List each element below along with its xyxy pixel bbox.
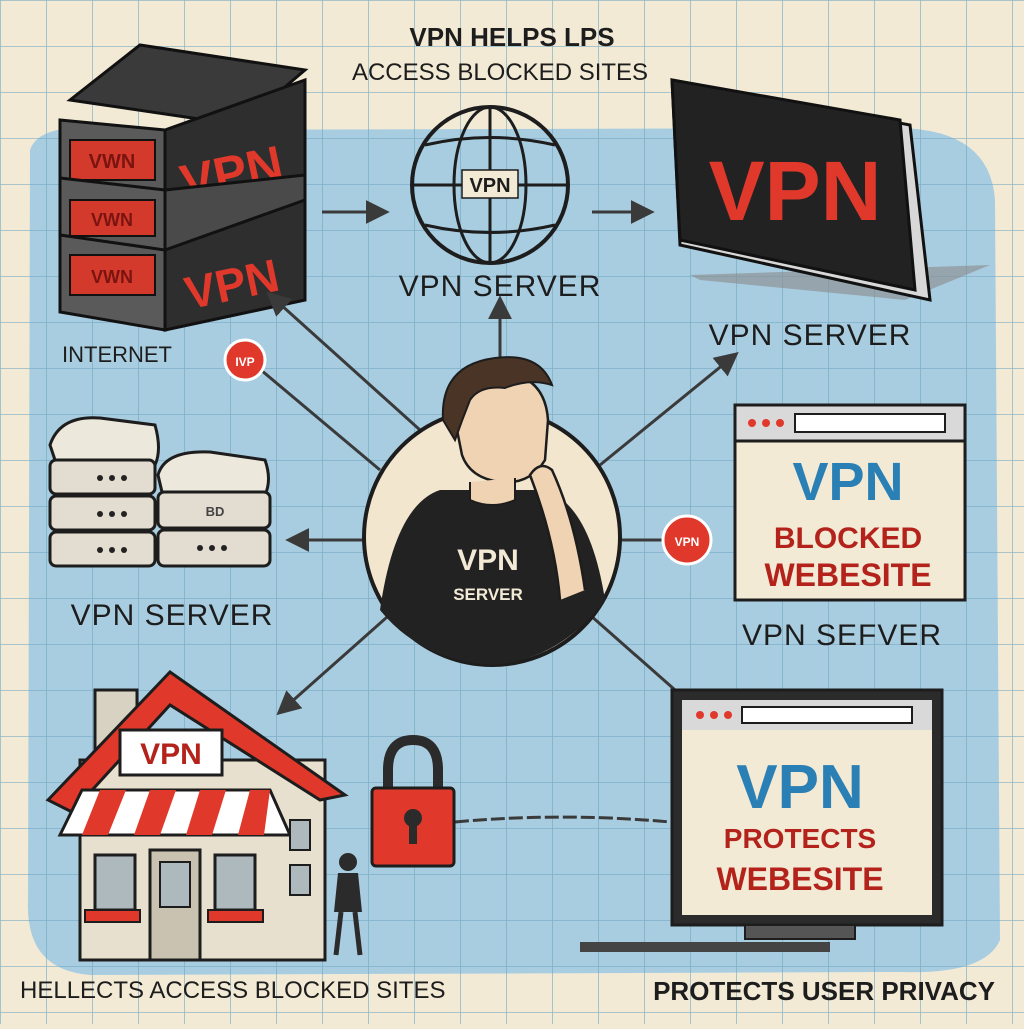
title-line-2: ACCESS BLOCKED SITES	[352, 59, 648, 86]
monitor-line-2: PROTECTS	[724, 823, 876, 854]
server-right-top-label: VPN SERVER	[709, 319, 912, 352]
arrow-person-to-house	[276, 608, 396, 716]
globe-label: VPN	[469, 175, 510, 197]
monitor-address-bar[interactable]	[741, 706, 913, 724]
panel-label: VPN	[709, 144, 882, 238]
shirt-line-2: SERVER	[453, 585, 523, 604]
badge-right: VPN	[661, 514, 713, 566]
small-server-stack-left	[48, 416, 160, 568]
monitor-base	[580, 942, 830, 952]
rack-side-label-mid: VWN	[91, 210, 133, 230]
browser-address-bar[interactable]	[794, 413, 946, 433]
house-illustration: VPN	[45, 670, 349, 962]
house-window-right	[213, 853, 257, 912]
house-sign-label: VPN	[140, 738, 202, 771]
monitor-stand	[744, 924, 856, 940]
footer-right-caption: PROTECTS USER PRIVACY	[653, 976, 995, 1006]
browser-mid-line-2: BLOCKED	[774, 522, 922, 555]
badge-right-label: VPN	[675, 535, 700, 549]
small-server-label: BD	[206, 504, 225, 519]
arrow-person-to-rack	[266, 291, 422, 432]
badge-left: IVP	[223, 338, 267, 382]
globe-icon: VPN	[410, 105, 570, 265]
person-neck	[469, 478, 516, 506]
browser-mid-line-1: VPN	[792, 452, 903, 512]
monitor-line-3: WEBESITE	[716, 861, 883, 897]
shirt-line-1: VPN	[457, 544, 519, 577]
server-top-label: VPN SERVER	[399, 270, 602, 303]
badge-left-label: IVP	[235, 355, 254, 369]
person-hand	[528, 464, 587, 601]
browser-mid-line-3: WEBESITE	[764, 557, 931, 593]
small-servers: BD	[48, 416, 272, 568]
vpn-server-rack: VWN VPN VWN VWN VPN	[58, 43, 309, 332]
small-server-stack-right: BD	[156, 450, 272, 568]
title-line-1: VPN HELPS LPS	[409, 22, 614, 52]
rack-side-label-bottom: VWN	[91, 267, 133, 287]
server-left-label: VPN SERVER	[71, 599, 274, 632]
rack-side-label-top: VWN	[89, 151, 136, 173]
monitor-screen	[682, 700, 932, 915]
padlock-icon	[370, 734, 456, 868]
small-person-figure	[333, 853, 363, 956]
monitor-illustration: VPN PROTECTS WEBESITE	[580, 688, 944, 952]
server-right-mid-label: VPN SEFVER	[742, 619, 942, 652]
blocked-browser-window: VPN BLOCKED WEBESITE	[733, 403, 967, 602]
vpn-display-panel: VPN	[670, 78, 990, 302]
person-illustration: VPN SERVER	[362, 356, 622, 667]
house-window-left	[93, 853, 137, 912]
arrow-person-to-right-server	[599, 351, 739, 467]
footer-left-caption: HELLECTS ACCESS BLOCKED SITES	[20, 977, 445, 1004]
line-lock-to-monitor	[454, 815, 671, 824]
internet-label: INTERNET	[62, 342, 172, 367]
monitor-line-1: VPN	[736, 753, 863, 822]
person-hair	[441, 356, 554, 443]
line-person-to-badge	[254, 363, 381, 472]
